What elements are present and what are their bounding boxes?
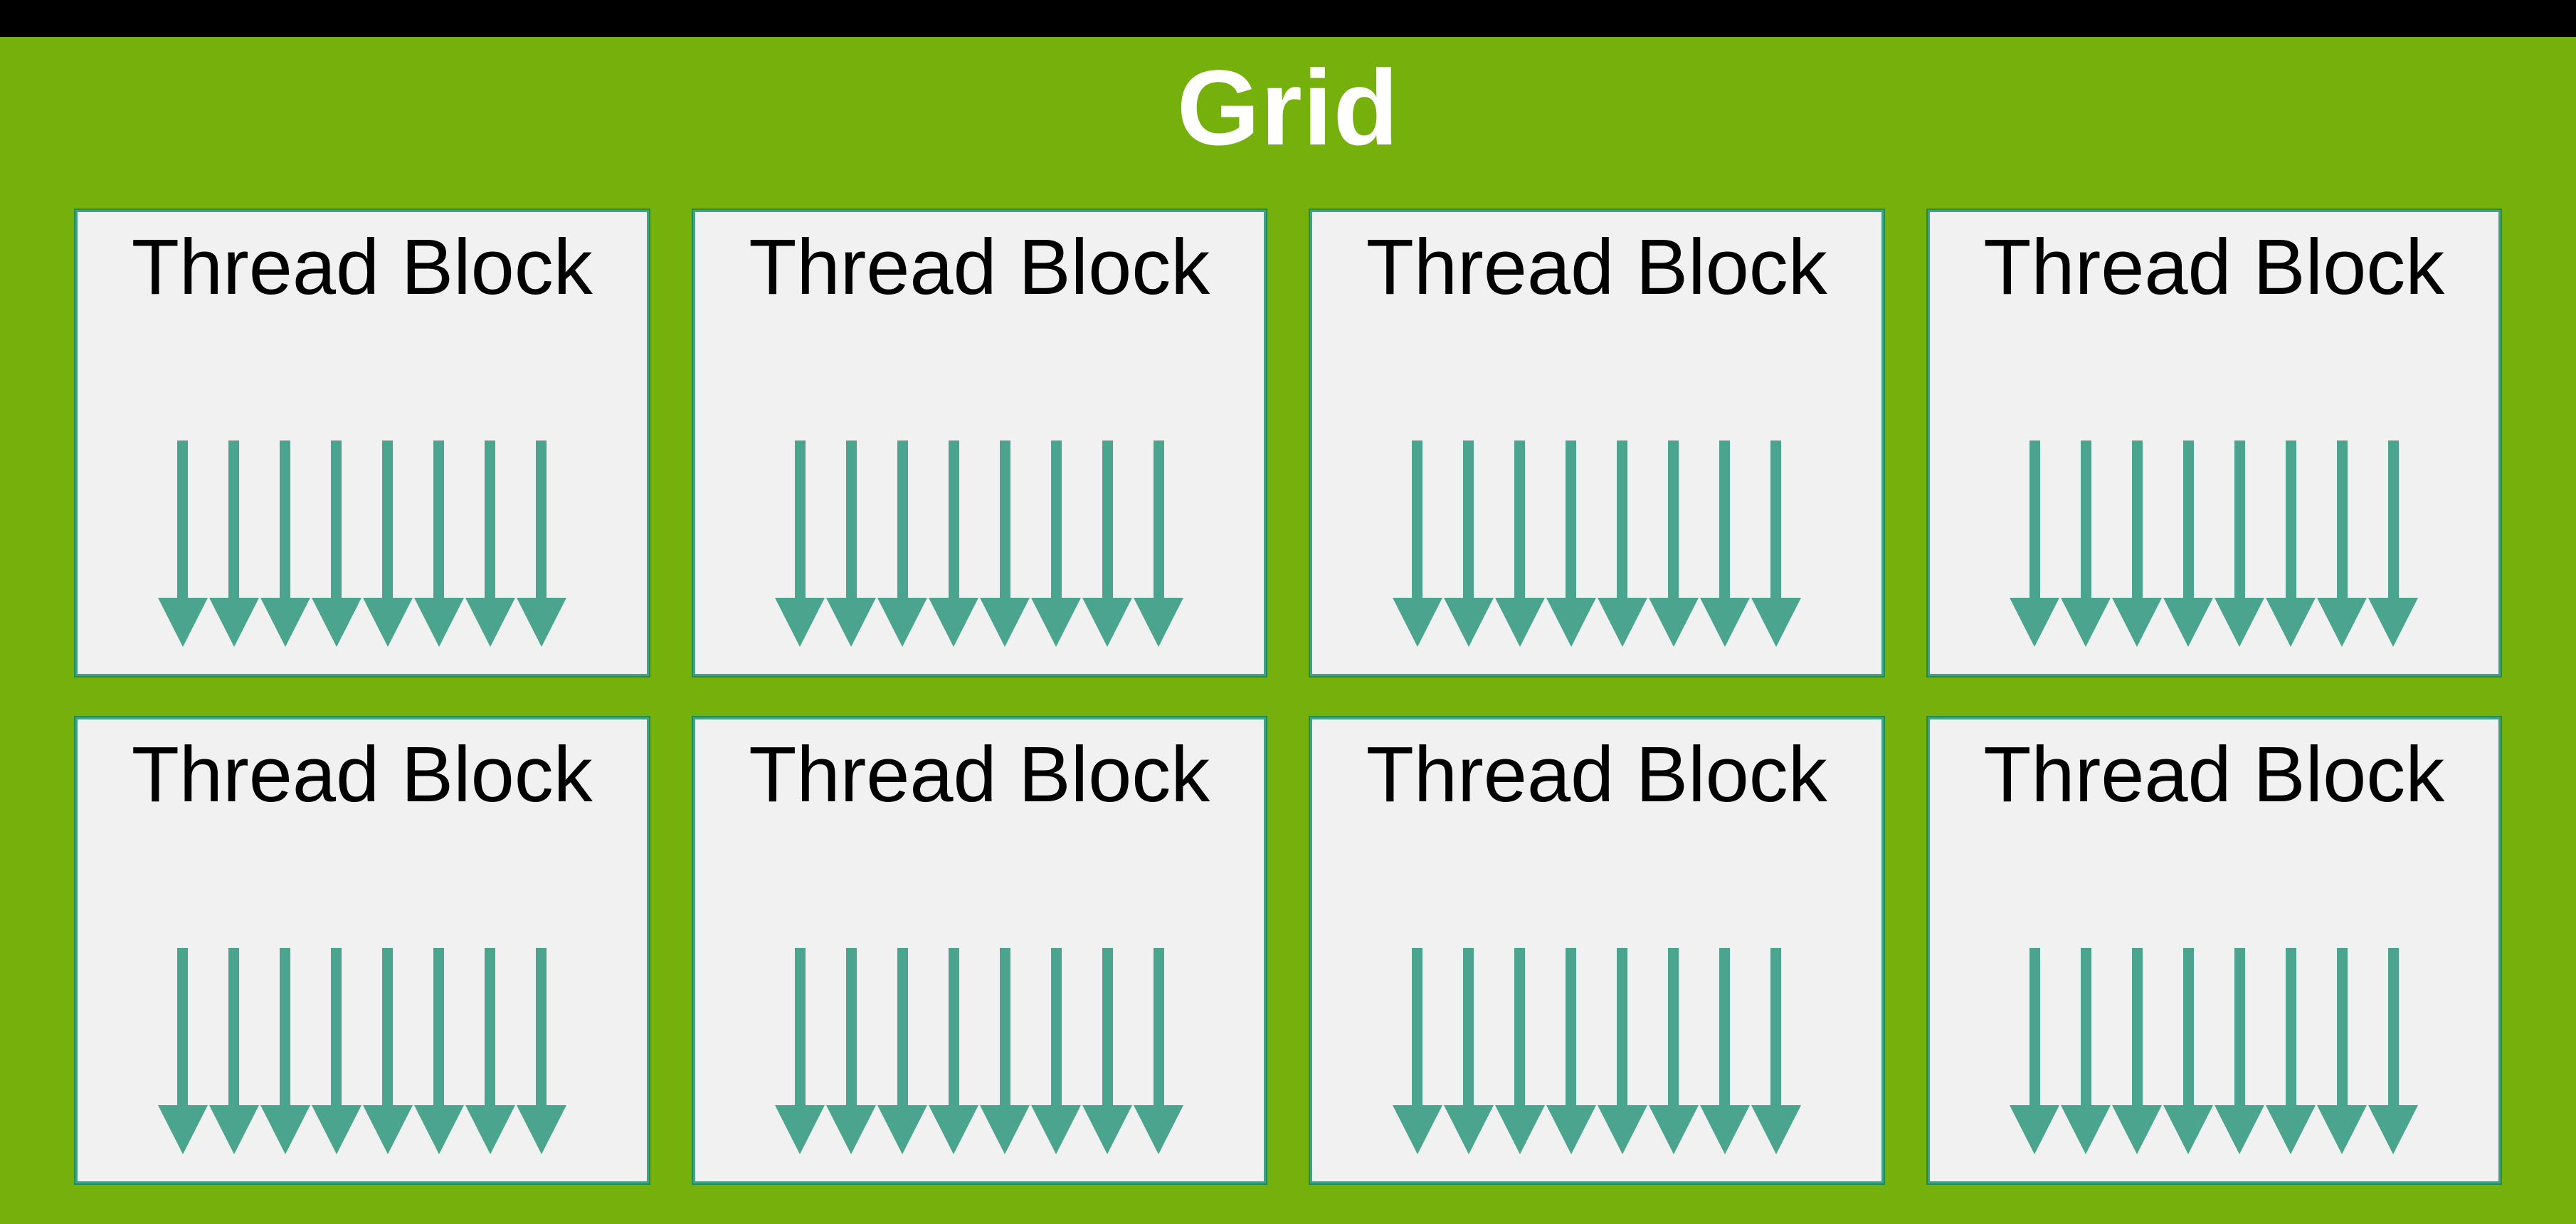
- down-arrow-icon: [1495, 440, 1545, 647]
- thread-block-grid: Thread Block Thread Block Thread Block T…: [0, 209, 2576, 1185]
- down-arrow-icon: [1495, 948, 1545, 1154]
- thread-block-label: Thread Block: [131, 731, 593, 818]
- thread-block: Thread Block: [691, 209, 1267, 677]
- down-arrow-icon: [312, 440, 361, 647]
- down-arrow-icon: [2010, 948, 2059, 1154]
- down-arrow-icon: [826, 440, 876, 647]
- down-arrow-icon: [929, 948, 978, 1154]
- down-arrow-icon: [1082, 440, 1132, 647]
- down-arrow-icon: [2112, 948, 2162, 1154]
- down-arrow-icon: [2368, 948, 2418, 1154]
- down-arrow-icon: [980, 440, 1030, 647]
- down-arrow-icon: [877, 948, 927, 1154]
- thread-block-label: Thread Block: [1983, 223, 2445, 311]
- down-arrow-icon: [1700, 948, 1750, 1154]
- down-arrow-icon: [209, 440, 259, 647]
- down-arrow-icon: [260, 440, 310, 647]
- down-arrow-icon: [929, 440, 978, 647]
- down-arrow-icon: [2010, 440, 2059, 647]
- down-arrow-icon: [775, 440, 825, 647]
- thread-arrow-group: [1312, 948, 1881, 1154]
- down-arrow-icon: [465, 440, 515, 647]
- down-arrow-icon: [877, 440, 927, 647]
- top-bar: [0, 0, 2576, 37]
- down-arrow-icon: [2163, 440, 2213, 647]
- thread-block-label: Thread Block: [749, 731, 1210, 818]
- down-arrow-icon: [1598, 948, 1647, 1154]
- thread-block: Thread Block: [74, 716, 650, 1185]
- thread-block-label: Thread Block: [749, 223, 1210, 311]
- down-arrow-icon: [1393, 948, 1442, 1154]
- down-arrow-icon: [158, 440, 208, 647]
- down-arrow-icon: [2061, 440, 2111, 647]
- down-arrow-icon: [1751, 440, 1801, 647]
- thread-arrow-group: [695, 440, 1265, 647]
- down-arrow-icon: [1546, 440, 1596, 647]
- down-arrow-icon: [980, 948, 1030, 1154]
- down-arrow-icon: [1134, 440, 1183, 647]
- thread-block-label: Thread Block: [1983, 731, 2445, 818]
- thread-arrow-group: [78, 948, 647, 1154]
- thread-arrow-group: [695, 948, 1265, 1154]
- down-arrow-icon: [2112, 440, 2162, 647]
- thread-arrow-group: [78, 440, 647, 647]
- down-arrow-icon: [209, 948, 259, 1154]
- down-arrow-icon: [826, 948, 876, 1154]
- grid-title: Grid: [1176, 48, 1400, 167]
- thread-arrow-group: [1930, 948, 2499, 1154]
- down-arrow-icon: [1649, 948, 1699, 1154]
- down-arrow-icon: [1082, 948, 1132, 1154]
- down-arrow-icon: [1598, 440, 1647, 647]
- down-arrow-icon: [1649, 440, 1699, 647]
- down-arrow-icon: [414, 440, 464, 647]
- thread-block-label: Thread Block: [1366, 223, 1827, 311]
- down-arrow-icon: [1546, 948, 1596, 1154]
- thread-block-label: Thread Block: [131, 223, 593, 311]
- down-arrow-icon: [465, 948, 515, 1154]
- thread-block: Thread Block: [1309, 209, 1885, 677]
- down-arrow-icon: [517, 948, 566, 1154]
- down-arrow-icon: [2061, 948, 2111, 1154]
- thread-arrow-group: [1312, 440, 1881, 647]
- down-arrow-icon: [2266, 440, 2316, 647]
- down-arrow-icon: [2317, 948, 2367, 1154]
- down-arrow-icon: [517, 440, 566, 647]
- thread-block: Thread Block: [1309, 716, 1885, 1185]
- thread-arrow-group: [1930, 440, 2499, 647]
- thread-block: Thread Block: [1926, 209, 2502, 677]
- down-arrow-icon: [775, 948, 825, 1154]
- down-arrow-icon: [2163, 948, 2213, 1154]
- down-arrow-icon: [2368, 440, 2418, 647]
- down-arrow-icon: [414, 948, 464, 1154]
- down-arrow-icon: [1393, 440, 1442, 647]
- down-arrow-icon: [158, 948, 208, 1154]
- down-arrow-icon: [1700, 440, 1750, 647]
- thread-block: Thread Block: [691, 716, 1267, 1185]
- down-arrow-icon: [2266, 948, 2316, 1154]
- thread-block: Thread Block: [74, 209, 650, 677]
- thread-block: Thread Block: [1926, 716, 2502, 1185]
- down-arrow-icon: [363, 948, 413, 1154]
- down-arrow-icon: [1751, 948, 1801, 1154]
- down-arrow-icon: [1031, 440, 1081, 647]
- down-arrow-icon: [1134, 948, 1183, 1154]
- down-arrow-icon: [2215, 948, 2264, 1154]
- down-arrow-icon: [312, 948, 361, 1154]
- down-arrow-icon: [1444, 948, 1494, 1154]
- down-arrow-icon: [1031, 948, 1081, 1154]
- thread-block-label: Thread Block: [1366, 731, 1827, 818]
- down-arrow-icon: [363, 440, 413, 647]
- down-arrow-icon: [2215, 440, 2264, 647]
- down-arrow-icon: [1444, 440, 1494, 647]
- down-arrow-icon: [2317, 440, 2367, 647]
- down-arrow-icon: [260, 948, 310, 1154]
